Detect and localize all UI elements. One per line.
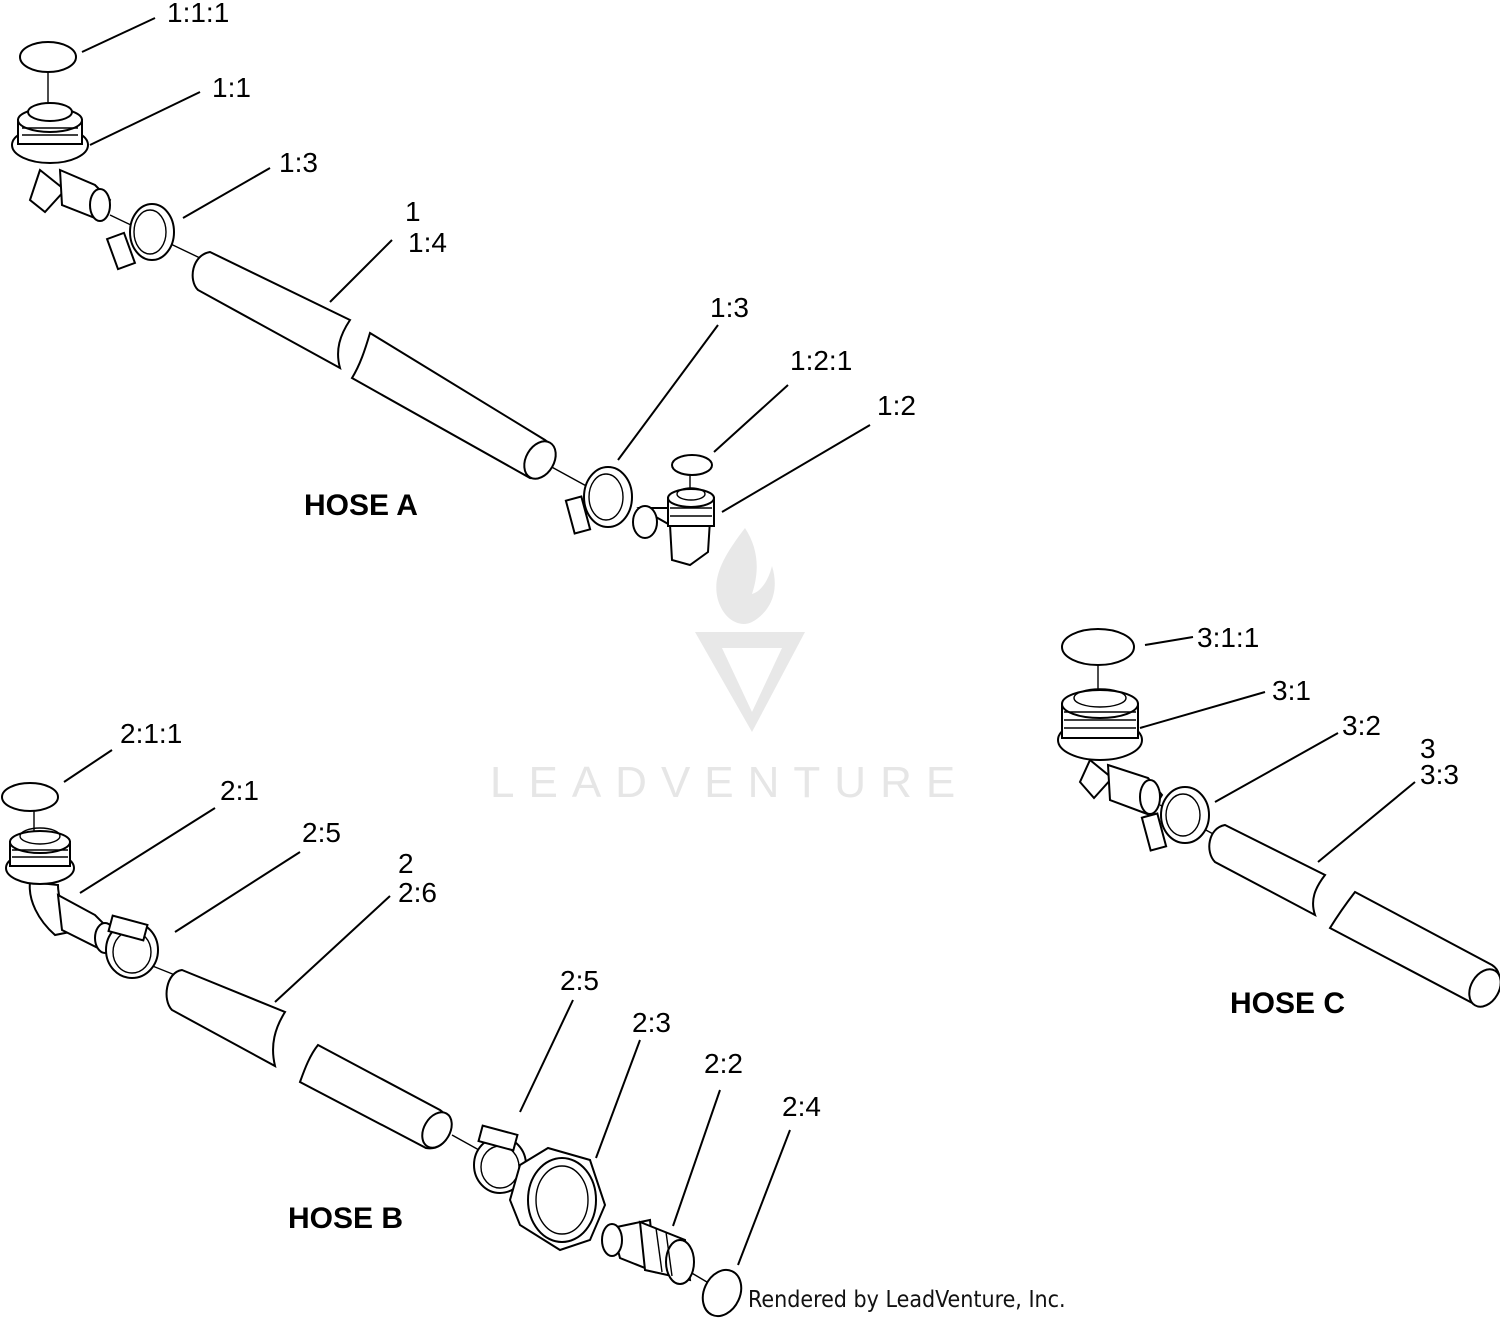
hose-segment-1-4-lower	[350, 331, 554, 480]
section-title-hose-c: HOSE C	[1230, 987, 1345, 1020]
hose-clamp-1-3-mid	[564, 466, 633, 535]
callout-1-3-mid: 1:3	[710, 292, 749, 323]
hose-segment-1-4-upper	[191, 250, 352, 371]
callout-2-3: 2:3	[632, 1007, 671, 1038]
callout-2-4: 2:4	[782, 1091, 821, 1122]
v-logo-icon	[695, 632, 805, 732]
hose-clamp-1-3-top	[105, 203, 175, 271]
hose-segment-2-6-upper	[165, 968, 287, 1068]
o-ring-2-4	[701, 1268, 743, 1318]
flame-logo-icon	[716, 528, 775, 624]
callout-3-3: 3:3	[1420, 759, 1459, 790]
callout-1-1: 1:1	[212, 72, 251, 103]
callout-3: 3	[1420, 733, 1436, 764]
callout-2-2: 2:2	[704, 1048, 743, 1079]
elbow-fitting-2-1	[5, 827, 116, 954]
o-ring-1-1-1	[19, 41, 77, 73]
leadventure-watermark: LEADVENTURE	[490, 528, 969, 807]
hose-clamp-3-2	[1140, 786, 1210, 852]
hose-c-labels: 3:1:1 3:1 3:2 3 3:3 HOSE C	[1197, 622, 1459, 1020]
fitting-2-2	[601, 1218, 695, 1285]
callout-2-6: 2:6	[398, 877, 437, 908]
elbow-fitting-1-1	[11, 102, 112, 222]
hose-a-assembly	[11, 41, 715, 567]
o-ring-2-1-1	[1, 782, 59, 812]
section-title-hose-a: HOSE A	[304, 489, 418, 522]
callout-2-5-mid: 2:5	[560, 965, 599, 996]
callout-1-2: 1:2	[877, 390, 916, 421]
hose-c-assembly	[1057, 628, 1500, 1008]
callout-1-2-1: 1:2:1	[790, 345, 852, 376]
callout-2: 2	[398, 848, 414, 879]
o-ring-3-1-1	[1061, 628, 1135, 666]
callout-3-2: 3:2	[1342, 710, 1381, 741]
hose-b-leader-lines	[63, 749, 791, 1266]
section-title-hose-b: HOSE B	[288, 1202, 403, 1235]
coupling-nut-2-3	[508, 1146, 607, 1252]
watermark-text: LEADVENTURE	[490, 758, 969, 807]
hose-segment-3-3-upper	[1208, 823, 1327, 918]
elbow-fitting-1-2	[632, 487, 715, 567]
elbow-fitting-3-1	[1057, 688, 1164, 817]
callout-1-1-1: 1:1:1	[167, 0, 229, 28]
callout-1: 1	[405, 196, 421, 227]
hose-b-labels: 2:1:1 2:1 2:5 2 2:6 2:5 2:3 2:2 2:4 HOSE…	[120, 718, 821, 1235]
hose-clamp-2-5-top	[105, 914, 159, 979]
callout-2-1: 2:1	[220, 775, 259, 806]
hose-a-leader-lines	[81, 17, 871, 513]
callout-3-1: 3:1	[1272, 675, 1311, 706]
o-ring-1-2-1	[671, 454, 713, 476]
hose-a-labels: 1:1:1 1:1 1:3 1 1:4 1:3 1:2:1 1:2 HOSE A	[167, 0, 916, 522]
render-credit: Rendered by LeadVenture, Inc.	[748, 1287, 1066, 1313]
hose-b-assembly	[1, 782, 743, 1318]
hose-c-leader-lines	[1139, 636, 1416, 863]
callout-2-5-top: 2:5	[302, 817, 341, 848]
callout-1-3-top: 1:3	[279, 147, 318, 178]
callout-3-1-1: 3:1:1	[1197, 622, 1259, 653]
callout-1-4: 1:4	[408, 227, 447, 258]
callout-2-1-1: 2:1:1	[120, 718, 182, 749]
